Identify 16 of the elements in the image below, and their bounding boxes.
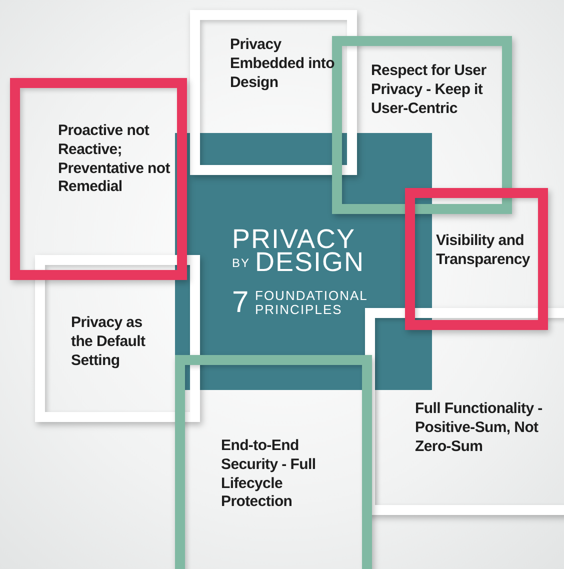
principle-label: Full Functionality - Positive-Sum, Not Zero-Sum — [415, 400, 544, 456]
square-frame — [365, 308, 564, 515]
title-text: 7 — [232, 288, 250, 318]
square-frame — [10, 78, 187, 280]
principle-label: Privacy as the Default Setting — [71, 314, 146, 370]
square-frame — [175, 355, 372, 569]
title-text: FOUNDATIONAL PRINCIPLES — [255, 289, 365, 318]
principle-label: Respect for User Privacy - Keep it User-Centric — [371, 62, 488, 118]
principle-label: End-to-End Security - Full Lifecycle Protection — [221, 437, 317, 512]
principle-label: Proactive not Reactive; Preventative not Remedial — [58, 122, 170, 197]
square-frame — [35, 255, 200, 422]
title-text: BY — [232, 257, 250, 269]
principle-label: Visibility and Transparency — [436, 232, 531, 270]
square-frame — [405, 188, 548, 330]
principle-label: Privacy Embedded into Design — [230, 36, 336, 92]
square-frame — [190, 10, 357, 175]
